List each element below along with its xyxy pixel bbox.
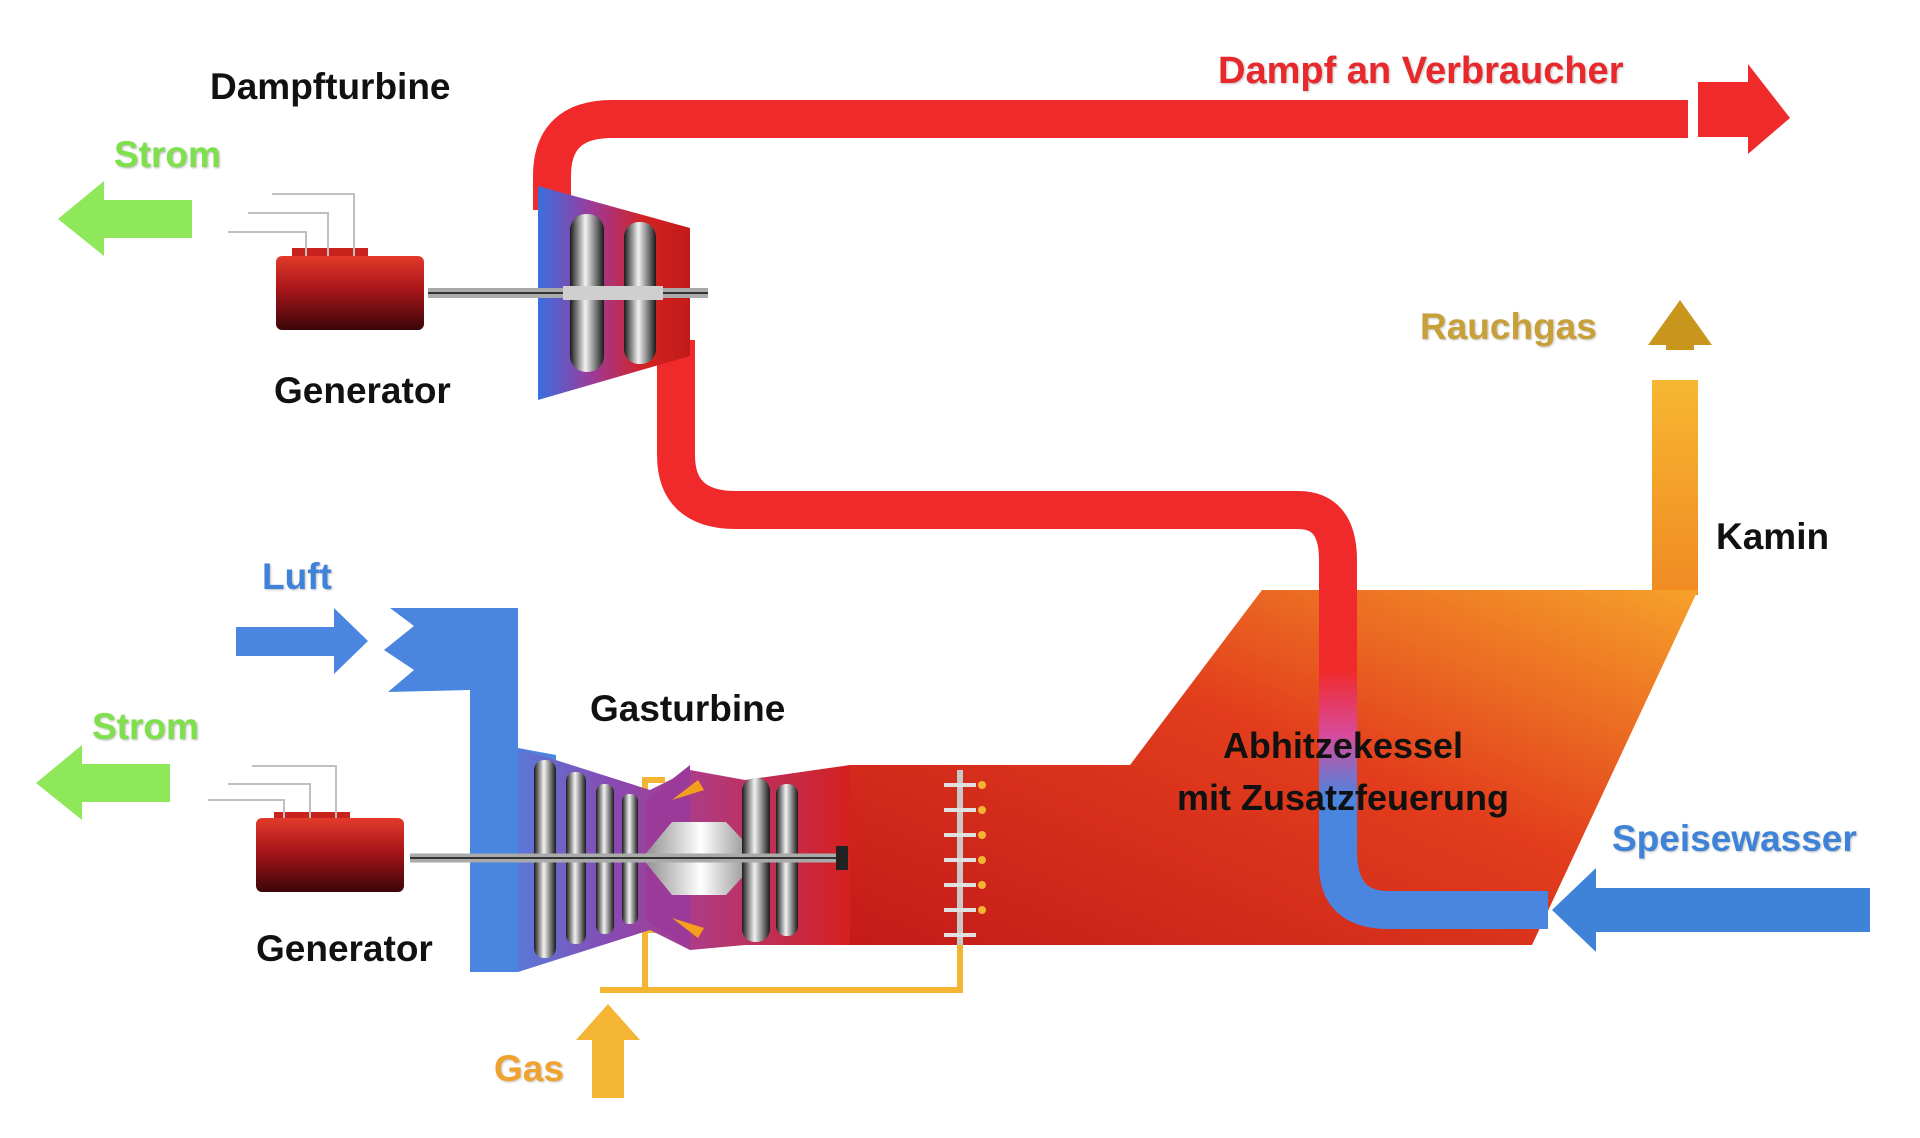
label-generator-top: Generator [274,370,451,411]
chimney [1648,300,1712,595]
steam-turbine [428,186,708,400]
steam-arrow [1698,64,1790,154]
label-feedwater: Speisewasser [1612,818,1857,859]
generator-top [228,193,424,330]
heat-recovery-boiler [850,590,1698,945]
steam-line-consumer [533,64,1790,210]
label-air: Luft [262,556,332,597]
label-steam-turbine: Dampfturbine [210,66,451,107]
power-arrow-top [58,181,192,256]
steam-pipe-return [657,340,1357,595]
label-power-bottom: Strom [92,706,199,747]
label-flue-gas: Rauchgas [1420,306,1597,347]
label-boiler-line1: Abhitzekessel [1222,725,1464,766]
label-power-top: Strom [114,134,221,175]
burner-rack [944,770,986,945]
flue-gas-arrow [1648,300,1712,350]
label-boiler-line2: mit Zusatzfeuerung [1176,777,1509,819]
gas-arrow [576,1004,640,1098]
air-intake [384,608,556,972]
generator-bottom [208,765,404,892]
label-gas: Gas [494,1048,564,1089]
label-generator-bottom: Generator [256,928,433,969]
label-gas-turbine: Gasturbine [590,688,786,729]
air-arrow [236,608,368,674]
label-chimney: Kamin [1716,516,1830,557]
label-steam-to-consumer: Dampf an Verbraucher [1218,50,1624,92]
power-arrow-bottom [36,745,170,820]
gas-turbine [410,748,850,972]
feedwater-arrow [1552,868,1870,952]
label-boiler: Abhitzekessel mit Zusatzfeuerung [1148,720,1538,824]
